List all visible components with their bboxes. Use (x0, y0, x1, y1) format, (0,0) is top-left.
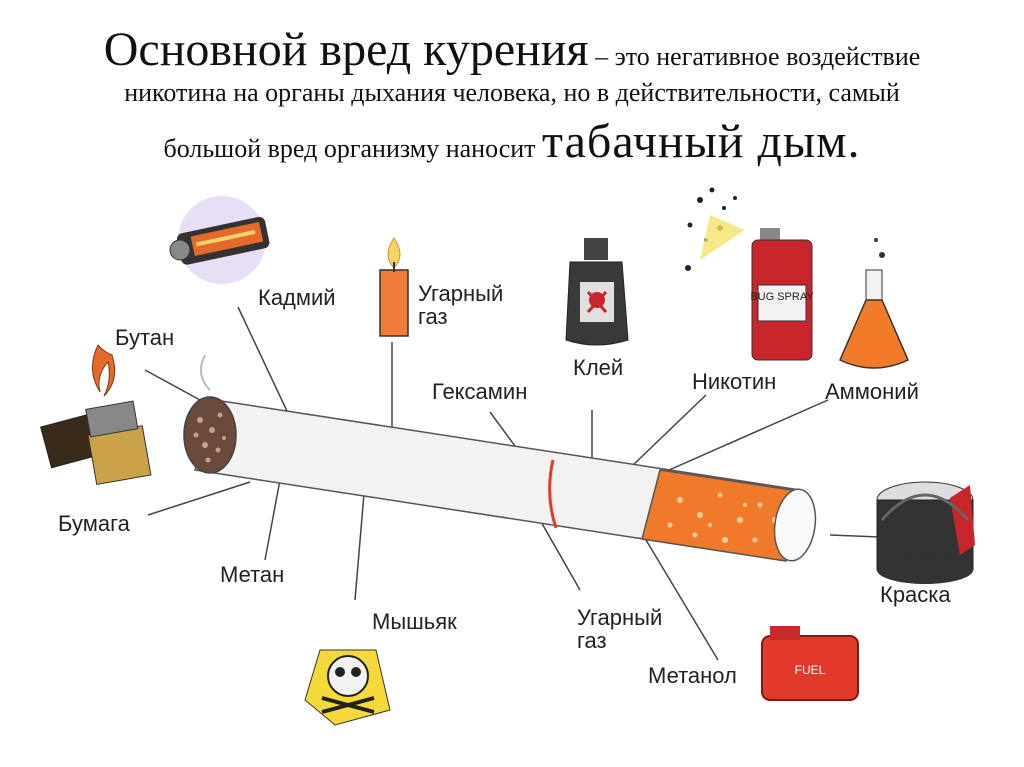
label-metanol: Метанол (648, 663, 737, 688)
spray-can-text: BUG SPRAY (750, 291, 814, 303)
label-ugarny-gaz-top: Угарный газ (418, 282, 503, 328)
leader-lines (144, 306, 881, 661)
title-emphasis: табачный дым. (542, 115, 861, 168)
title-line-1: Основной вред курения – это негативное в… (0, 22, 1024, 77)
label-kley: Клей (573, 355, 624, 380)
smoke-wisp (200, 354, 211, 391)
title-main: Основной вред курения (103, 23, 589, 76)
label-myshyak: Мышьяк (372, 609, 457, 634)
battery-icon (169, 196, 270, 284)
flask-icon (839, 238, 909, 369)
label-ugarny-gaz-bottom-line-1: Угарный (577, 605, 663, 630)
leader-nikotin (631, 394, 707, 467)
label-ugarny-gaz-bottom: Угарный газ (577, 606, 662, 652)
cigarette (183, 354, 817, 562)
label-kadmiy: Кадмий (258, 285, 336, 310)
leader-ammoniy (659, 399, 829, 475)
label-nikotin: Никотин (692, 369, 777, 394)
leader-metanol (639, 529, 719, 661)
label-bumaga: Бумага (58, 511, 130, 536)
label-ammoniy: Аммоний (825, 379, 919, 404)
title-rest: – это негативное воздействие (588, 42, 921, 71)
label-kraska: Краска (880, 582, 951, 607)
title-line-2: никотина на органы дыхания человека, но … (124, 78, 900, 107)
label-ugarny-gaz-top-line-1: Угарный (418, 281, 504, 306)
label-geksamin: Гексамин (432, 379, 528, 404)
leader-myshyak (354, 481, 366, 601)
title-line-3: большой вред организму наносит табачный … (0, 114, 1024, 169)
paint-can-icon (876, 481, 975, 584)
cigarette-burning-end (183, 396, 237, 474)
label-metan: Метан (220, 562, 285, 587)
cigarette-filter-end (773, 488, 817, 562)
label-ugarny-gaz-bottom-line-2: газ (577, 628, 607, 654)
leader-kraska (829, 534, 881, 538)
leader-metan (264, 479, 281, 561)
tobacco-texture (193, 412, 226, 463)
leader-ugarny-gaz-bottom (539, 519, 581, 591)
fuel-can-text: FUEL (795, 663, 826, 677)
fuel-can-icon: FUEL (761, 626, 859, 701)
leader-butan (144, 369, 201, 401)
spray-can-icon: BUG SPRAY (685, 187, 814, 361)
label-butan: Бутан (115, 325, 175, 350)
cigarette-red-band (548, 459, 558, 529)
cigarette-filter (641, 469, 806, 562)
lighter-icon (40, 344, 152, 486)
label-ugarny-gaz-top-line-2: газ (418, 304, 448, 330)
title-line-3-text: большой вред организму наносит (163, 134, 543, 163)
leader-bumaga (147, 481, 251, 516)
skull-icon (304, 649, 391, 726)
candle-icon (379, 237, 409, 337)
glue-bottle-icon (565, 238, 629, 346)
